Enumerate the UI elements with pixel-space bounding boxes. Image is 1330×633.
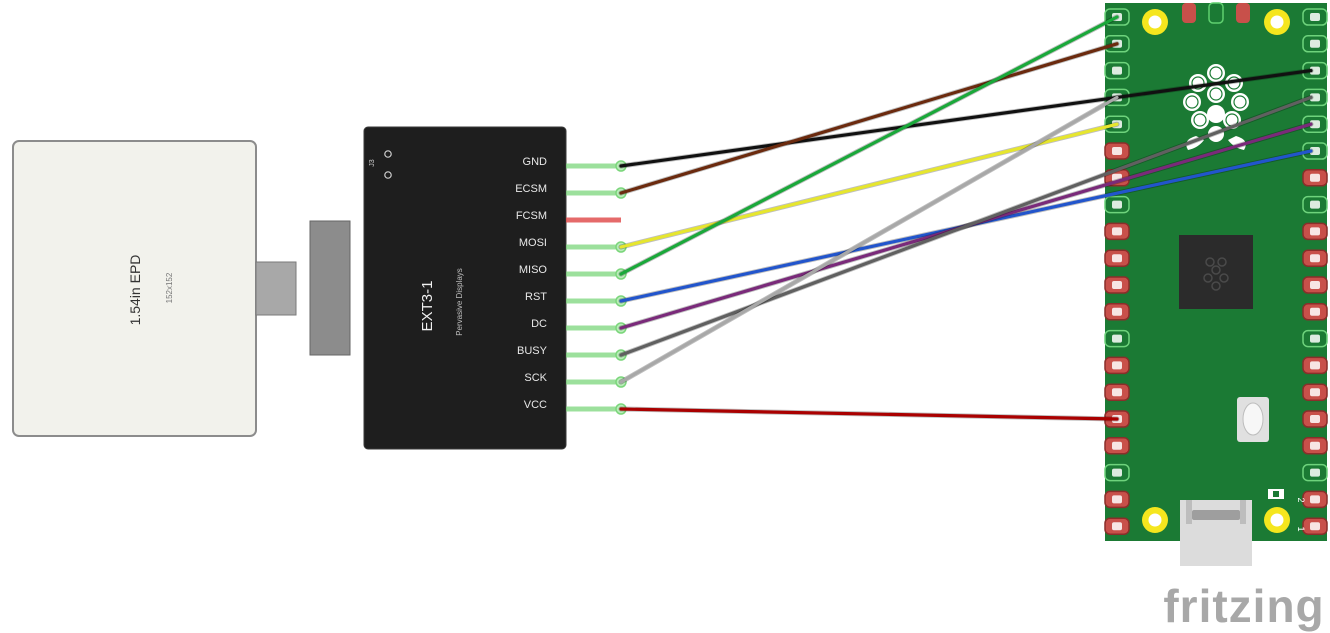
ext3-module[interactable]: J3 EXT3-1 Pervasive Displays GND ECSM FCSM… [363,126,627,450]
pico-pad-hole [1310,200,1320,209]
wire-miso[interactable] [619,15,1119,276]
fpc-socket [309,220,351,356]
pico-pad-hole [1112,388,1122,397]
pico-pads [1104,8,1328,535]
pico-pad-hole [1112,147,1122,155]
pico-pad-hole [1112,200,1122,209]
pico-pad-hole [1310,361,1320,370]
ext3-pin-label: BUSY [517,345,548,357]
usb-tab [1240,500,1246,524]
pico-pad-hole [1310,66,1320,75]
ext3-pin-labels: GND ECSM FCSM MOSI MISO RST DC BUSY SCK VCC [515,156,547,411]
ext3-pin-label: GND [523,156,548,168]
fritzing-watermark: fritzing [1163,580,1324,632]
pico-pad-hole [1112,281,1122,289]
ext3-pin-label: VCC [524,399,547,411]
pico-pad-hole [1310,120,1320,129]
epd-title: 1.54in EPD [127,255,143,326]
wire-vcc[interactable] [619,407,1119,421]
ext3-subtitle: Pervasive Displays [455,268,464,336]
pico-pad-hole [1112,441,1122,450]
flex-cable [255,261,297,316]
ext3-pin-label: SCK [524,372,547,384]
usb-tab [1186,500,1192,524]
mounting-hole-center [1148,513,1162,527]
ext3-pin-label: RST [525,291,547,303]
epd-resolution: 152x152 [165,272,174,303]
pico-pad-hole [1112,254,1122,263]
chip-logo-icon [1203,257,1229,291]
raspberry-pi-pico[interactable]: 1 2 [1104,2,1328,566]
pico-pad-hole [1112,66,1122,75]
j3-label: J3 [369,159,376,167]
wires [618,14,1314,422]
ext3-title: EXT3-1 [419,281,436,332]
ext3-pin-label: MOSI [519,237,547,249]
pico-pad-hole [1310,173,1320,182]
wire-gnd[interactable] [619,68,1313,168]
pico-pad-hole [1310,495,1320,504]
pico-pad-hole [1310,441,1320,450]
wire-busy[interactable] [619,95,1313,357]
pico-pad-hole [1310,13,1320,21]
pico-pad-hole [1310,227,1320,236]
raspberry-pi-logo-icon [1183,64,1249,150]
pico-pad-hole [1112,307,1122,316]
pico-pad-hole [1112,495,1122,504]
pico-pad-hole [1310,281,1320,289]
pico-pin2-label: 2 [1296,497,1306,502]
ext3-pin-label: FCSM [516,210,547,222]
ext3-pin-label: MISO [519,264,548,276]
pico-pad-hole [1310,147,1320,155]
mounting-hole-center [1270,15,1284,29]
pico-pad-hole [1310,307,1320,316]
pico-pad-hole [1310,415,1320,423]
pico-pad-hole [1310,468,1320,477]
wire-ecsm[interactable] [619,42,1119,195]
led-core [1273,491,1279,497]
wire-sck[interactable] [619,95,1119,384]
j3-hole-top [384,150,392,158]
debug-pad [1236,3,1250,23]
pico-pin1-label: 1 [1296,526,1306,531]
ext3-pin-label: DC [531,318,547,330]
pico-pad-hole [1310,334,1320,343]
bootsel-button-cap [1242,402,1264,436]
pico-pad-hole [1112,468,1122,477]
pico-pad-hole [1310,254,1320,263]
mounting-hole-center [1148,15,1162,29]
pico-pad-hole [1112,361,1122,370]
debug-pad [1208,2,1224,24]
mounting-hole-center [1270,513,1284,527]
pico-pad-hole [1310,39,1320,48]
pico-pad-hole [1310,388,1320,397]
pico-pad-hole [1112,227,1122,236]
j3-hole-bottom [384,171,392,179]
pico-pad-hole [1310,93,1320,102]
pico-pad-hole [1112,522,1122,531]
debug-pad [1182,3,1196,23]
pico-pad-hole [1310,522,1320,531]
usb-port-opening [1192,510,1240,520]
ext3-pins [566,160,627,415]
rp2040-chip [1179,235,1253,309]
flex-connector [255,220,351,356]
ext3-pin-label: ECSM [515,183,547,195]
ext3-board [363,126,567,450]
epd-display[interactable]: 1.54in EPD 152x152 [12,140,257,437]
pico-pad-hole [1112,334,1122,343]
